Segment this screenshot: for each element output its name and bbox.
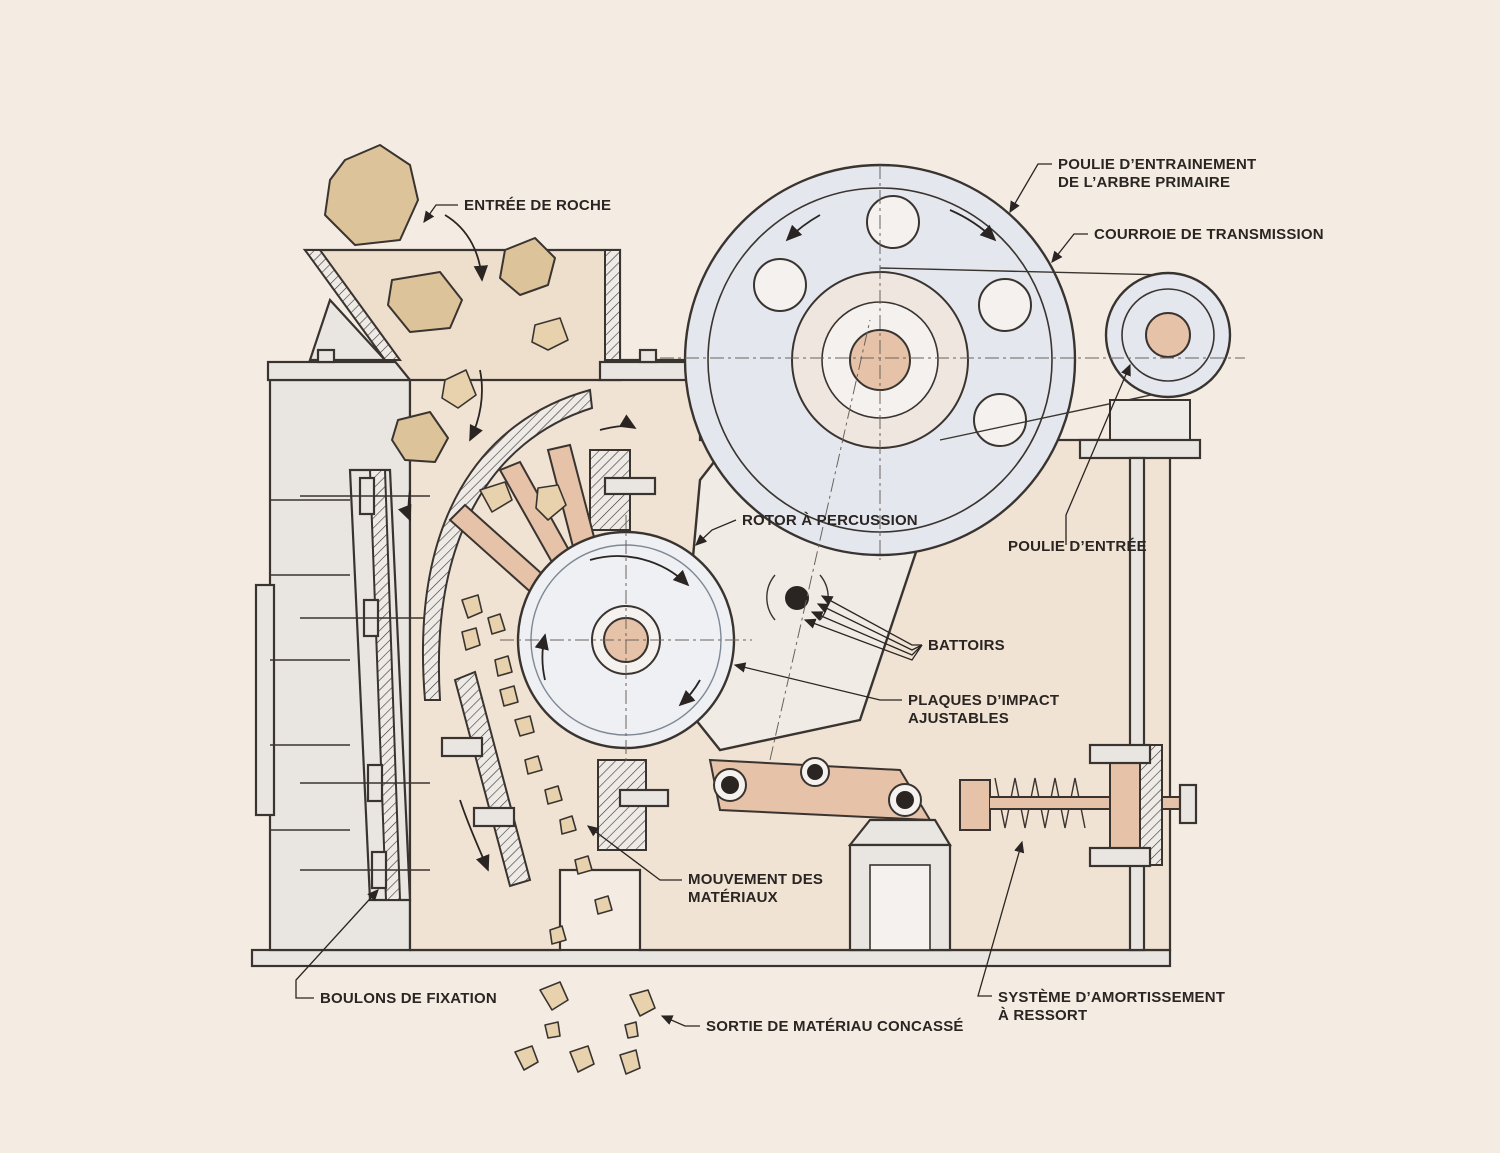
label-fixing-bolts: BOULONS DE FIXATION xyxy=(295,889,497,1007)
label-material-flow: MOUVEMENT DES MATÉRIAUX xyxy=(586,825,823,906)
adjustable-impact-plates xyxy=(440,449,670,888)
beaters-label: BATTOIRS xyxy=(928,637,1005,654)
material-flow-label-1: MOUVEMENT DES xyxy=(688,871,823,888)
incoming-rocks xyxy=(324,144,569,521)
rock-inlet-label: ENTRÉE DE ROCHE xyxy=(464,197,611,214)
spring-system-label-2: À RESSORT xyxy=(998,1007,1087,1024)
label-input-pulley: POULIE D’ENTRÉE xyxy=(1008,363,1147,555)
label-rock-inlet: ENTRÉE DE ROCHE xyxy=(423,197,611,224)
drive-pulley-label-2: DE L’ARBRE PRIMAIRE xyxy=(1058,174,1230,191)
material-flow-arrows xyxy=(397,214,637,872)
material-flow-label-2: MATÉRIAUX xyxy=(688,889,778,906)
curved-impact-plate xyxy=(421,388,594,701)
center-lines xyxy=(660,165,1245,761)
impact-rotor xyxy=(500,515,752,765)
label-belt: COURROIE DE TRANSMISSION xyxy=(1051,226,1324,264)
fixing-bolts-assembly xyxy=(300,468,430,902)
input-pulley xyxy=(1104,271,1232,441)
label-rotor: ROTOR À PERCUSSION xyxy=(695,512,918,546)
input-pulley-label: POULIE D’ENTRÉE xyxy=(1008,538,1147,555)
impact-plates-label-1: PLAQUES D’IMPACT xyxy=(908,692,1059,709)
bolt xyxy=(300,850,430,890)
label-impact-plates: PLAQUES D’IMPACT AJUSTABLES xyxy=(733,662,1059,727)
label-drive-pulley: POULIE D’ENTRAINEMENT DE L’ARBRE PRIMAIR… xyxy=(1009,156,1256,214)
label-crushed-outlet: SORTIE DE MATÉRIAU CONCASSÉ xyxy=(660,1015,964,1035)
crushed-outlet-label: SORTIE DE MATÉRIAU CONCASSÉ xyxy=(706,1018,964,1035)
label-beaters: BATTOIRS xyxy=(803,595,1005,661)
spring-damper-system xyxy=(708,743,1198,952)
label-spring-system: SYSTÈME D’AMORTISSEMENT À RESSORT xyxy=(977,840,1225,1024)
bolt xyxy=(300,476,430,516)
belt-label: COURROIE DE TRANSMISSION xyxy=(1094,226,1324,243)
rotor-beaters xyxy=(448,443,602,607)
rotor-label: ROTOR À PERCUSSION xyxy=(742,512,918,529)
spring-system-label-1: SYSTÈME D’AMORTISSEMENT xyxy=(998,989,1225,1006)
bolt xyxy=(300,598,430,638)
bolt xyxy=(300,763,430,803)
crushed-material xyxy=(461,594,656,1075)
drive-pulley-label-1: POULIE D’ENTRAINEMENT xyxy=(1058,156,1256,173)
fixing-bolts-label: BOULONS DE FIXATION xyxy=(320,990,497,1007)
impact-plates-label-2: AJUSTABLES xyxy=(908,710,1009,727)
